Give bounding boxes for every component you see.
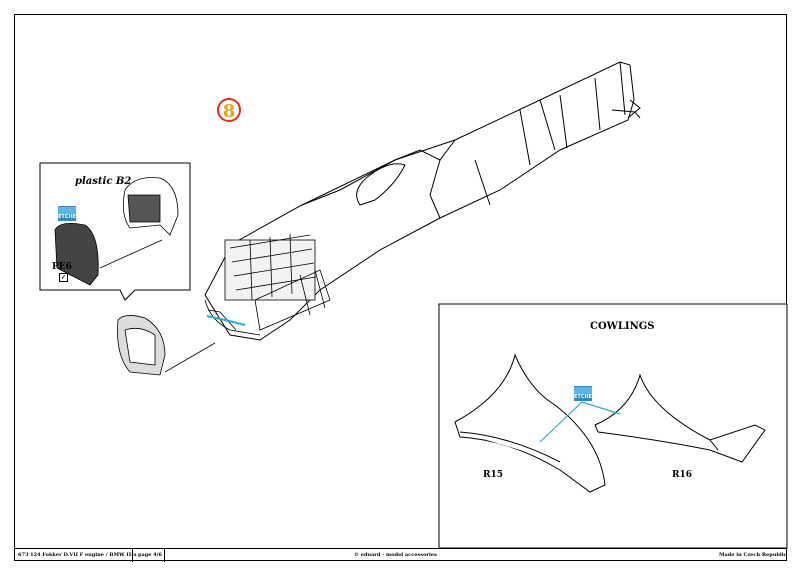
engine-bay <box>204 233 331 336</box>
cowl-part-loose <box>117 315 166 376</box>
cowl-guide-line <box>164 342 216 373</box>
cowlings-etched-badge-icon: ETCHED <box>574 386 596 401</box>
cowlings-title: COWLINGS <box>590 321 655 332</box>
instruction-sheet-frame <box>14 14 787 561</box>
step-number: 8 <box>217 98 241 122</box>
footer-page: page 4/6 <box>138 552 162 558</box>
engine-callout-line <box>206 315 246 326</box>
part-label-r15: R15 <box>483 470 504 480</box>
inset-guide-line <box>99 239 163 269</box>
etched-badge-icon: ETCHED <box>58 206 80 221</box>
inset-title: plastic B2 <box>75 176 132 187</box>
pe-part-label: PE6 <box>52 262 72 272</box>
footer-product: 673 124 Fokker D.VII F engine / BMW IIIa <box>18 552 137 558</box>
cowl-panel-etched <box>54 222 99 286</box>
cowling-r16 <box>594 373 766 463</box>
cowl-panel-plastic <box>122 177 179 236</box>
footer-bar: 673 124 Fokker D.VII F engine / BMW IIIa… <box>14 548 787 562</box>
footer-origin: Made in Czech Republic <box>719 552 787 558</box>
check-box[interactable]: ✓ <box>59 273 68 282</box>
footer-copyright: © eduard - model accessories <box>354 552 437 558</box>
part-label-r16: R16 <box>672 470 693 480</box>
cowlings-callout-line <box>539 401 621 443</box>
